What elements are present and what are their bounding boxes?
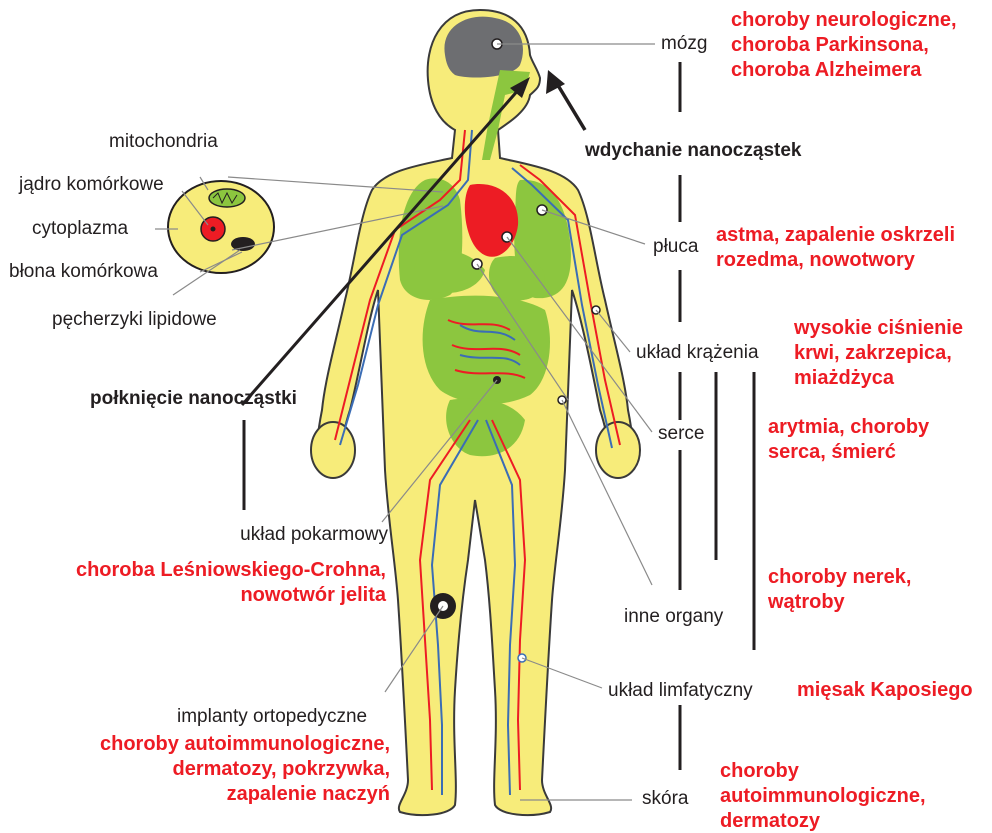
cell-label-cytoplasm: cytoplazma (32, 218, 128, 240)
organ-label-brain: mózg (661, 33, 707, 55)
organ-label-digestive: układ pokarmowy (178, 524, 388, 546)
diseases-lymphatic: mięsak Kaposiego (797, 678, 973, 703)
cell-label-lipid-vesicles: pęcherzyki lipidowe (52, 309, 217, 331)
diseases-digestive: choroba Leśniowskiego-Crohna, nowotwór j… (2, 558, 386, 608)
diseases-heart: arytmia, choroby serca, śmierć (768, 415, 929, 465)
brain-shape (444, 17, 523, 78)
diseases-skin: choroby autoimmunologiczne, dermatozy (720, 759, 926, 833)
cell-label-nucleus: jądro komórkowe (19, 174, 164, 196)
organ-label-skin: skóra (642, 788, 688, 810)
route-inhalation: wdychanie nanocząstek (585, 140, 801, 162)
organ-label-lungs: płuca (653, 236, 698, 258)
organ-label-implants: implanty ortopedyczne (177, 706, 367, 728)
diseases-lungs: astma, zapalenie oskrzeli rozedma, nowot… (716, 223, 955, 273)
organ-label-lymphatic: układ limfatyczny (608, 680, 753, 702)
diseases-brain: choroby neurologiczne, choroba Parkinson… (731, 8, 957, 83)
organ-label-other: inne organy (624, 606, 723, 628)
diseases-implants: choroby autoimmunologiczne, dermatozy, p… (90, 732, 390, 807)
organ-label-circulatory: układ krążenia (636, 342, 759, 364)
diseases-other: choroby nerek, wątroby (768, 565, 911, 615)
route-ingestion: połknięcie nanocząstki (90, 388, 297, 410)
cell-label-mitochondria: mitochondria (109, 131, 218, 153)
diseases-circulatory: wysokie ciśnienie krwi, zakrzepica, miaż… (794, 316, 963, 391)
cell-diagram (168, 181, 274, 273)
organ-label-heart: serce (658, 423, 704, 445)
mitochondria-shape (209, 189, 245, 207)
cell-label-membrane: błona komórkowa (9, 261, 158, 283)
